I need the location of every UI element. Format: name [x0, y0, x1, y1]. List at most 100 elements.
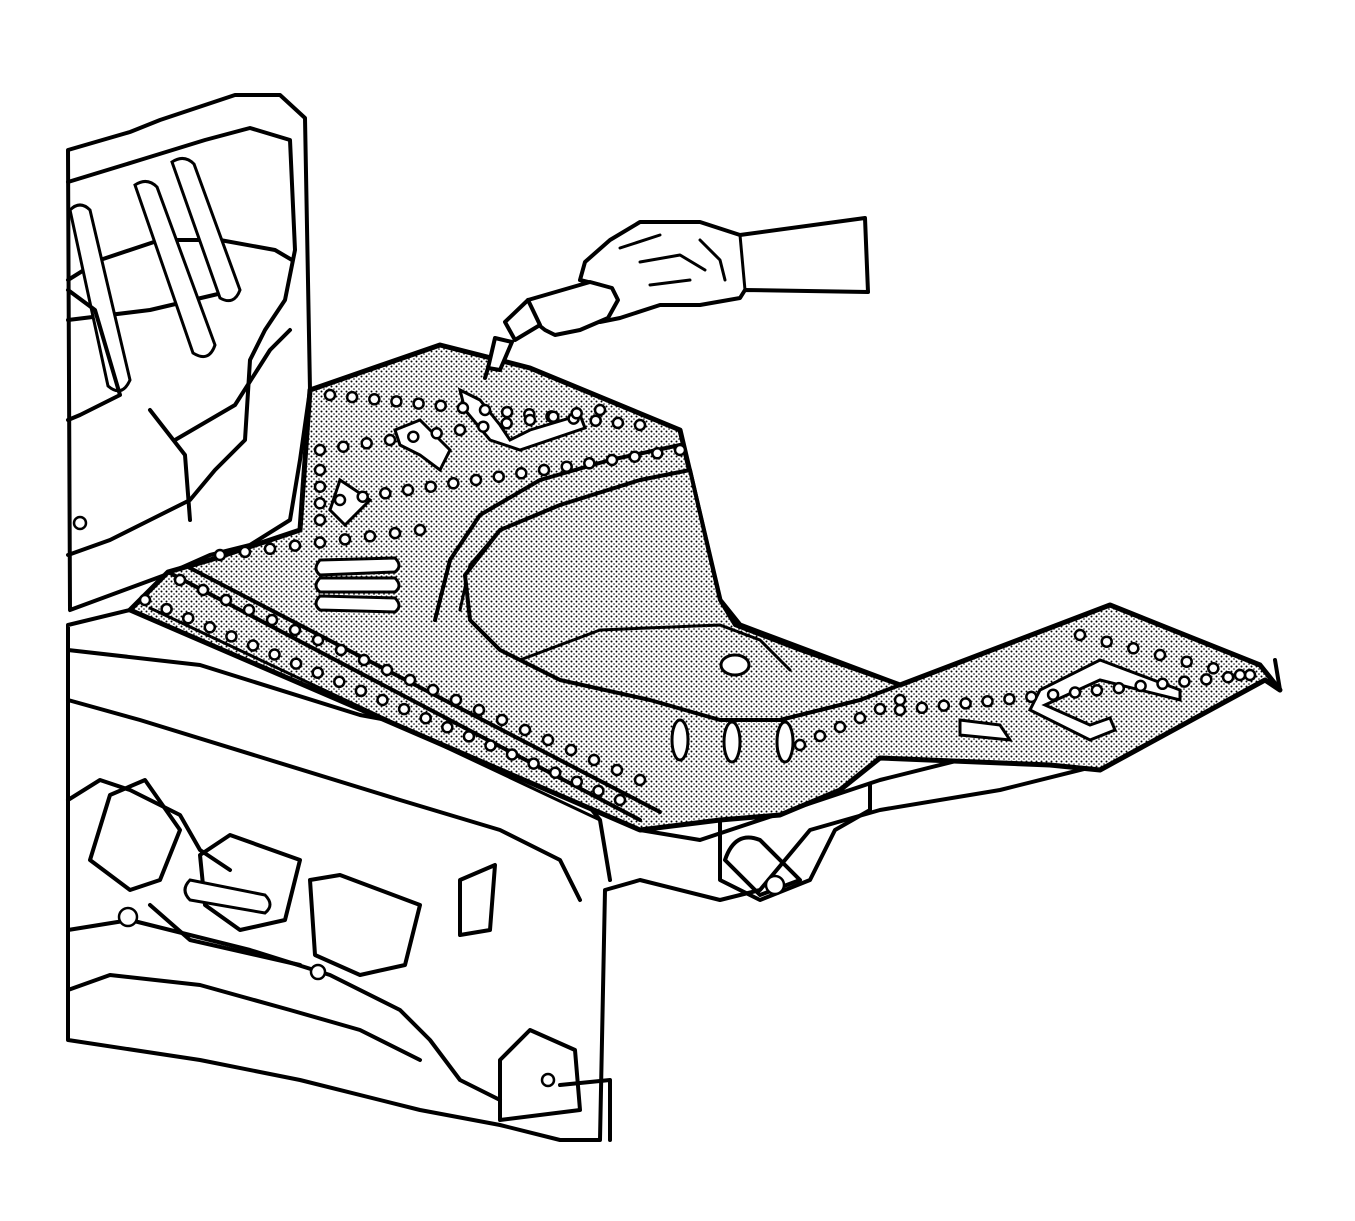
spot-weld	[453, 423, 467, 437]
spot-weld	[1046, 688, 1060, 701]
spot-weld	[793, 738, 807, 752]
spot-weld	[390, 395, 403, 408]
spot-weld	[1112, 681, 1126, 695]
spot-weld	[246, 639, 260, 652]
spot-weld	[311, 666, 324, 679]
spot-weld	[401, 483, 415, 497]
spot-weld	[379, 487, 392, 500]
spot-weld	[915, 701, 929, 715]
spot-weld	[1207, 662, 1220, 675]
spot-weld	[356, 490, 369, 503]
rear-floor-panel	[127, 342, 1283, 833]
left-rear-wheelhouse	[66, 93, 312, 612]
spot-weld	[225, 630, 238, 643]
spot-weld	[541, 733, 555, 747]
spot-weld	[853, 711, 867, 725]
spot-weld	[388, 526, 402, 540]
spot-weld	[548, 766, 562, 779]
spot-weld	[611, 416, 625, 430]
spot-weld	[338, 533, 352, 546]
spot-weld	[380, 663, 394, 677]
spot-weld	[265, 613, 279, 627]
spot-weld	[313, 463, 327, 477]
spot-weld	[1068, 686, 1082, 699]
spot-weld	[1073, 628, 1087, 642]
spot-weld	[397, 702, 411, 716]
spot-weld	[288, 539, 302, 552]
spot-weld	[673, 443, 687, 457]
spot-weld	[469, 473, 483, 487]
spot-weld	[407, 430, 420, 443]
spot-weld	[213, 548, 227, 562]
spot-weld	[313, 513, 327, 527]
spot-weld	[368, 393, 381, 406]
spot-weld	[1090, 684, 1104, 697]
spot-weld	[583, 457, 596, 470]
spot-weld	[651, 447, 664, 460]
spot-weld	[333, 493, 347, 507]
spot-weld	[424, 480, 437, 493]
spot-weld	[478, 403, 492, 417]
spot-weld	[547, 410, 560, 423]
spot-weld	[360, 437, 373, 450]
spot-weld	[484, 739, 497, 752]
spot-weld	[219, 593, 233, 607]
mig-welder-torch	[483, 280, 620, 380]
spot-weld	[403, 673, 417, 687]
spot-weld	[376, 693, 389, 707]
spot-weld	[873, 702, 887, 716]
spot-weld	[313, 536, 327, 549]
spot-weld	[500, 405, 514, 419]
spot-weld	[1180, 655, 1193, 668]
spot-weld	[633, 418, 647, 432]
spot-weld	[363, 530, 377, 543]
spot-weld	[605, 453, 619, 467]
spot-weld	[628, 450, 641, 463]
spot-weld	[430, 427, 443, 440]
spot-weld	[334, 643, 348, 657]
spot-weld	[357, 653, 371, 667]
spot-weld	[441, 721, 454, 734]
spot-weld	[893, 693, 907, 707]
spot-weld	[426, 683, 440, 697]
spot-weld	[333, 675, 346, 689]
spot-weld	[1200, 673, 1213, 686]
spot-weld	[383, 433, 397, 447]
spot-weld	[570, 407, 583, 420]
spot-weld	[419, 711, 432, 725]
spot-weld	[633, 773, 647, 787]
spot-weld	[1025, 690, 1038, 704]
spot-weld	[311, 633, 325, 647]
spot-weld	[412, 397, 425, 410]
spot-weld	[472, 703, 486, 717]
spot-weld	[1100, 635, 1113, 648]
spot-welds	[138, 388, 1257, 807]
spot-weld	[589, 414, 602, 427]
spot-weld	[523, 413, 537, 427]
spot-weld	[345, 390, 359, 404]
spot-weld	[1134, 679, 1147, 693]
spot-weld	[959, 697, 972, 710]
spot-weld	[462, 730, 476, 743]
spot-weld	[173, 573, 187, 587]
spot-weld	[1156, 677, 1169, 691]
spot-weld	[288, 623, 302, 637]
spot-weld	[610, 763, 624, 777]
spot-weld	[354, 684, 368, 698]
spot-weld	[560, 460, 573, 473]
spot-weld	[570, 775, 584, 789]
spot-weld	[495, 713, 509, 727]
spot-weld	[893, 703, 907, 717]
spot-weld	[1243, 668, 1257, 682]
spot-weld	[434, 399, 447, 412]
spot-weld	[263, 542, 277, 556]
gloved-hand	[578, 216, 870, 324]
spot-weld	[413, 523, 427, 537]
spot-weld	[527, 757, 540, 770]
spot-weld	[505, 748, 519, 761]
spot-weld	[564, 743, 578, 757]
spot-weld	[289, 657, 303, 670]
spot-weld	[813, 729, 827, 743]
spot-weld	[937, 699, 951, 712]
